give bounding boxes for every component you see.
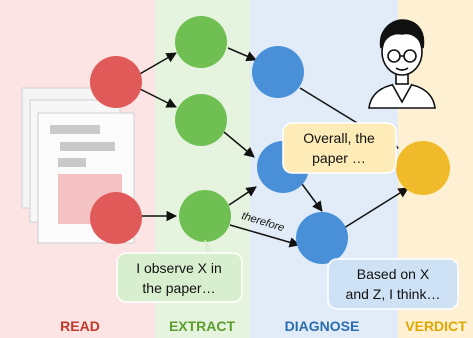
- diagnose-node-1: [252, 46, 304, 98]
- reviewer-avatar-icon: [368, 19, 436, 109]
- verdict-speech-bubble: Overall, the paper …: [282, 122, 398, 174]
- edge-extract2-diagnose2: [223, 131, 255, 158]
- diagnose-bubble-line-2: and Z, I think…: [346, 286, 441, 302]
- edge-read1-extract2: [137, 87, 177, 108]
- extract-bubble-line-1: I observe X in: [136, 260, 222, 276]
- read-node-1: [90, 56, 142, 108]
- extract-node-2: [175, 94, 227, 146]
- diagnose-bubble-line-1: Based on X: [357, 266, 430, 282]
- edge-diagnose2-diagnose3: [301, 183, 323, 212]
- edge-extract3-diagnose2: [228, 186, 257, 206]
- edge-extract3-diagnose3: [229, 224, 301, 248]
- stage-label-diagnose: DIAGNOSE: [285, 318, 360, 334]
- edge-extract1-diagnose1: [227, 47, 257, 62]
- verdict-bubble-line-1: Overall, the: [303, 130, 375, 146]
- extract-speech-bubble: I observe X in the paper…: [116, 239, 243, 303]
- edge-diagnose3-verdict: [343, 187, 409, 229]
- stage-label-verdict: VERDICT: [405, 318, 467, 334]
- extract-node-1: [175, 16, 227, 68]
- diagnose-speech-bubble: Based on X and Z, I think…: [327, 257, 459, 310]
- document-stack-icon: [21, 87, 135, 244]
- verdict-bubble-line-2: paper …: [312, 150, 366, 166]
- verdict-node: [396, 141, 450, 195]
- extract-bubble-line-2: the paper…: [142, 280, 215, 296]
- stage-label-read: READ: [60, 318, 100, 334]
- extract-node-3: [179, 190, 231, 242]
- stage-label-extract: EXTRACT: [169, 318, 236, 334]
- read-node-2: [90, 192, 142, 244]
- edge-read1-extract1: [137, 52, 177, 76]
- diagnose-node-3: [296, 212, 348, 264]
